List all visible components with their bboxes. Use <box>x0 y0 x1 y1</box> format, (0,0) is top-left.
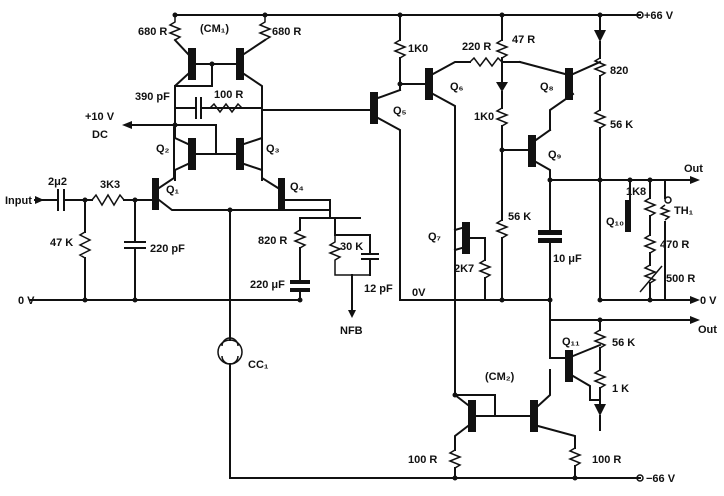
label-minus66v: −66 V <box>646 473 676 485</box>
label-2u2: 2μ2 <box>48 176 67 188</box>
label-q2: Q₂ <box>156 143 170 155</box>
label-220r: 220 R <box>462 41 491 53</box>
label-100r-left: 100 R <box>408 454 437 466</box>
label-500r: 500 R <box>666 273 695 285</box>
label-out-top: Out <box>684 163 703 175</box>
label-q6: Q₆ <box>450 81 464 93</box>
label-220uf: 220 μF <box>250 279 285 291</box>
label-1k0-top: 1K0 <box>408 43 428 55</box>
junction-dots <box>82 12 653 481</box>
label-q5: Q₅ <box>393 105 407 117</box>
label-0v-left: 0 V <box>18 295 35 307</box>
label-q1: Q₁ <box>166 184 180 196</box>
label-dc: DC <box>92 129 108 141</box>
label-q7: Q₇ <box>428 231 441 243</box>
label-q11: Q₁₁ <box>562 336 580 348</box>
label-220pf: 220 pF <box>150 243 185 255</box>
label-cc1: CC₁ <box>248 359 269 371</box>
label-47k: 47 K <box>50 237 73 249</box>
label-56k-mid: 56 K <box>508 211 531 223</box>
component-labels: 680 R (CM₁) 680 R 390 pF 100 R +10 V DC … <box>5 10 717 485</box>
label-out-bottom: Out <box>698 324 717 336</box>
label-cm2: (CM₂) <box>485 371 515 383</box>
label-390pf: 390 pF <box>135 91 170 103</box>
label-0v-mid: 0V <box>412 287 426 299</box>
cascode-mirror <box>122 14 401 181</box>
label-820-right: 820 <box>610 65 628 77</box>
label-q9: Q₉ <box>548 149 562 161</box>
label-cm1: (CM₁) <box>200 23 229 35</box>
label-input: Input <box>5 195 32 207</box>
output-stage <box>447 11 700 482</box>
label-100r-top: 100 R <box>214 89 243 101</box>
label-plus10v: +10 V <box>85 111 115 123</box>
label-56k-bottom: 56 K <box>612 337 635 349</box>
label-2k7: 2K7 <box>454 263 474 275</box>
label-1k: 1 K <box>612 383 629 395</box>
label-0v-right: 0 V <box>700 295 717 307</box>
label-47r: 47 R <box>512 34 535 46</box>
label-3k3: 3K3 <box>100 179 120 191</box>
label-1k8: 1K8 <box>626 186 646 198</box>
vas-stage <box>370 14 641 301</box>
label-th1: TH₁ <box>674 205 694 217</box>
label-1k0-mid: 1K0 <box>474 111 494 123</box>
label-nfb: NFB <box>340 325 363 337</box>
label-820r-left: 820 R <box>258 235 287 247</box>
label-56k-top: 56 K <box>610 119 633 131</box>
label-30k: 30 K <box>340 241 363 253</box>
nfb-network <box>290 217 379 318</box>
label-10uf: 10 μF <box>553 253 582 265</box>
label-plus66v: +66 V <box>644 10 674 22</box>
label-680r-left: 680 R <box>138 26 167 38</box>
label-100r-right: 100 R <box>592 454 621 466</box>
label-q8: Q₈ <box>540 81 554 93</box>
label-q4: Q₄ <box>290 181 304 193</box>
label-q3: Q₃ <box>266 143 280 155</box>
label-12pf: 12 pF <box>364 283 393 295</box>
label-470r: 470 R <box>660 239 689 251</box>
label-680r-right: 680 R <box>272 26 301 38</box>
input-stage <box>29 127 641 479</box>
label-q10: Q₁₀ <box>606 216 624 228</box>
